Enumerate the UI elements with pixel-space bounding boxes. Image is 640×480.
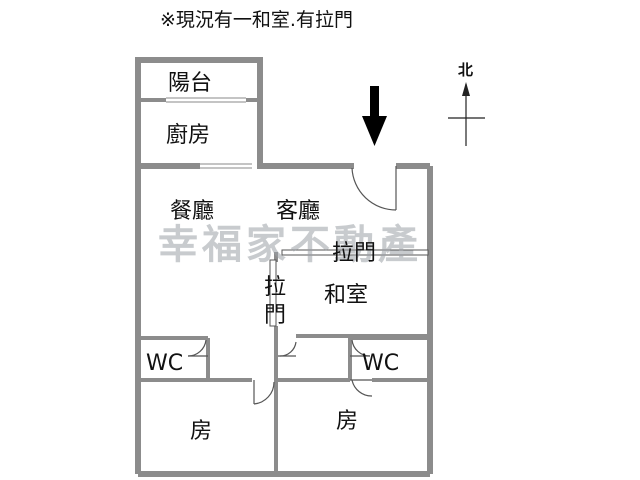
north-label: 北: [458, 61, 473, 79]
north-arrow-icon: [462, 82, 470, 96]
tatami-sliding-door: [269, 249, 429, 327]
room-label-wc-right: WC: [362, 351, 399, 376]
watermark: 幸福家不動產: [158, 222, 422, 268]
room-label-kitchen: 廚房: [166, 123, 210, 148]
room-label-bedroom-left: 房: [190, 419, 212, 444]
room-label-tatami-door: 拉門: [332, 241, 376, 266]
inner-walls: [138, 98, 430, 474]
windows: [166, 97, 252, 169]
room-label-balcony: 陽台: [168, 71, 212, 96]
room-label-tatami: 和室: [324, 283, 368, 308]
outer-walls: [135, 57, 433, 477]
room-label-wc-left: WC: [146, 351, 183, 376]
door-swings: [187, 166, 397, 405]
entrance-arrow-icon: [362, 86, 387, 146]
room-label-dining: 餐廳: [170, 199, 214, 224]
room-label-living: 客廳: [276, 199, 320, 224]
north-compass: 北: [448, 61, 485, 146]
room-label-corridor-door-1: 拉: [264, 275, 286, 300]
plan-note: ※現況有一和室.有拉門: [160, 9, 353, 31]
room-label-bedroom-right: 房: [336, 409, 358, 434]
room-label-corridor-door-2: 門: [264, 303, 286, 328]
